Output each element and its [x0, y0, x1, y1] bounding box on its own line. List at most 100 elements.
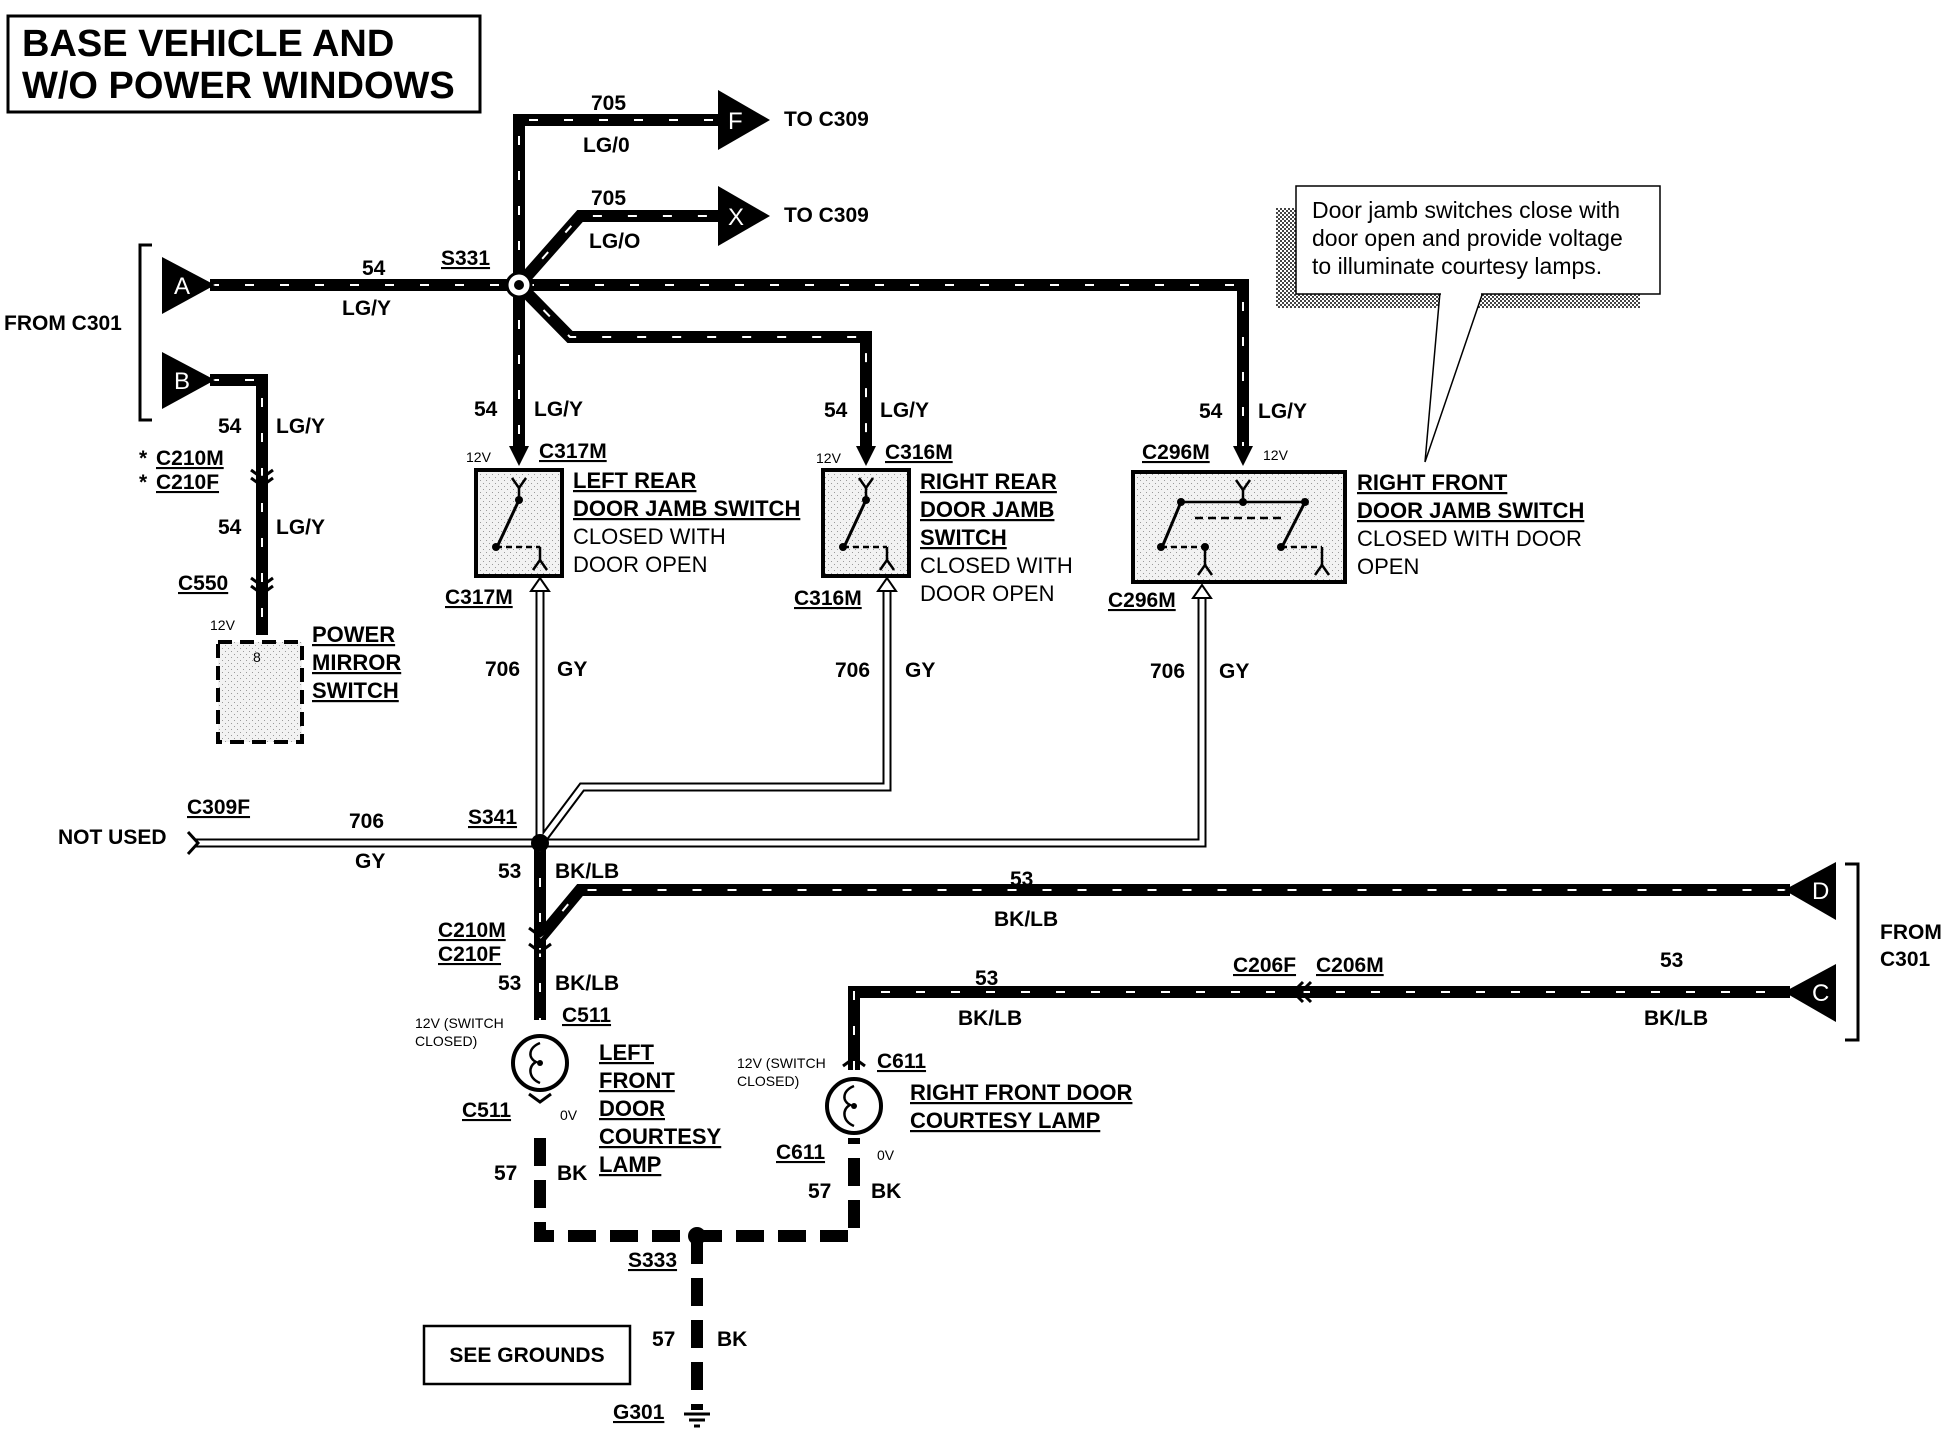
rf-switch-desc-1: CLOSED WITH DOOR — [1357, 526, 1582, 551]
c210f-lamp: C210F — [438, 943, 501, 966]
c317m-top: C317M — [539, 440, 607, 463]
left-rear-door-jamb-switch — [474, 468, 564, 578]
c206m: C206M — [1316, 954, 1384, 977]
rf-switch-desc-2: OPEN — [1357, 554, 1419, 579]
note-callout: Door jamb switches close with door open … — [1276, 185, 1661, 463]
rf-lamp-name-2: COURTESY LAMP — [910, 1108, 1100, 1133]
rr-switch-name-3: SWITCH — [920, 525, 1007, 550]
c611-bottom: C611 — [776, 1141, 825, 1164]
connector-labels: FROM C301 FROM C301 TO C309 TO C309 * C2… — [4, 108, 1942, 1424]
c611-top: C611 — [877, 1050, 926, 1073]
wire-lgy-rf: LG/Y — [1258, 400, 1307, 423]
asterisk-2: * — [139, 471, 148, 494]
wire-lgy-b: LG/Y — [276, 415, 325, 438]
wire-706-not-used: 706 — [349, 810, 384, 833]
c296m-bottom: C296M — [1108, 589, 1176, 612]
wire-57-lf: 57 — [494, 1162, 517, 1185]
c316m-top: C316M — [885, 441, 953, 464]
from-c301-left: FROM C301 — [4, 312, 122, 335]
wire-53-c-left: 53 — [975, 967, 998, 990]
to-c309-f: TO C309 — [784, 108, 869, 131]
rr-switch-name-2: DOOR JAMB — [920, 497, 1054, 522]
splice-s341 — [531, 834, 549, 852]
voltage-lf-lamp-1: 12V (SWITCH — [415, 1015, 504, 1031]
wire-706-lr: 706 — [485, 658, 520, 681]
connector-b: B — [162, 352, 215, 409]
rr-switch-desc-2: DOOR OPEN — [920, 581, 1054, 606]
wire-706-rr: 706 — [835, 659, 870, 682]
wire-gy-not-used: GY — [355, 850, 385, 873]
wire-arrows — [509, 446, 1253, 599]
to-c309-x: TO C309 — [784, 204, 869, 227]
wire-57-g301: 57 — [652, 1328, 675, 1351]
gray-wires — [195, 585, 1207, 848]
rf-lamp-name-1: RIGHT FRONT DOOR — [910, 1080, 1133, 1105]
see-grounds-box: SEE GROUNDS — [422, 1324, 632, 1386]
asterisk-1: * — [139, 447, 148, 470]
lf-lamp-name-1: LEFT — [599, 1040, 655, 1065]
wire-lgy-lr: LG/Y — [534, 398, 583, 421]
voltage-labels: 12V 12V 12V 12V 12V (SWITCH CLOSED) 12V … — [210, 447, 1289, 1163]
splice-s341-label: S341 — [468, 806, 517, 829]
wire-labels: 705 LG/0 705 LG/O 54 LG/Y 54 LG/Y 54 LG/… — [218, 92, 1708, 1351]
wire-705-f: 705 — [591, 92, 626, 115]
left-front-courtesy-lamp — [511, 1034, 569, 1092]
lf-lamp-name-3: DOOR — [599, 1096, 665, 1121]
right-rear-door-jamb-switch — [821, 468, 911, 578]
component-labels: LEFT REAR DOOR JAMB SWITCH CLOSED WITH D… — [58, 468, 1584, 1177]
mirror-switch-pin: 8 — [253, 649, 261, 665]
title-box: BASE VEHICLE AND W/O POWER WINDOWS — [6, 14, 482, 114]
title-line-1: BASE VEHICLE AND — [22, 23, 394, 65]
wire-lgy-mirror: LG/Y — [276, 516, 325, 539]
note-line-3: to illuminate courtesy lamps. — [1312, 253, 1602, 279]
c210m-lamp: C210M — [438, 919, 506, 942]
wire-bk-g301: BK — [717, 1328, 747, 1351]
lr-switch-desc-2: DOOR OPEN — [573, 552, 707, 577]
connector-d-letter: D — [1812, 878, 1829, 905]
wire-54-b: 54 — [218, 415, 242, 438]
see-grounds-label: SEE GROUNDS — [449, 1344, 604, 1367]
title-line-2: W/O POWER WINDOWS — [22, 65, 455, 107]
wire-706-rf: 706 — [1150, 660, 1185, 683]
wire-gy-lr: GY — [557, 658, 587, 681]
c210m-mirror: C210M — [156, 447, 224, 470]
rr-switch-desc-1: CLOSED WITH — [920, 553, 1073, 578]
wire-57-rf: 57 — [808, 1180, 831, 1203]
wire-54-rr: 54 — [824, 399, 848, 422]
wire-gy-rr: GY — [905, 659, 935, 682]
lr-switch-name-1: LEFT REAR — [573, 468, 697, 493]
wire-bk-rf: BK — [871, 1180, 901, 1203]
c511-bottom: C511 — [462, 1099, 511, 1122]
connector-x-letter: X — [728, 204, 744, 231]
wire-53-d: 53 — [1010, 868, 1033, 891]
rf-switch-name-2: DOOR JAMB SWITCH — [1357, 498, 1584, 523]
c550: C550 — [178, 572, 228, 595]
from-c301-right-2: C301 — [1880, 948, 1931, 971]
voltage-rf-0v: 0V — [877, 1147, 895, 1163]
not-used-label: NOT USED — [58, 826, 167, 849]
lf-lamp-name-4: COURTESY — [599, 1124, 722, 1149]
right-front-courtesy-lamp — [825, 1077, 883, 1135]
c309f: C309F — [187, 796, 250, 819]
right-front-door-jamb-switch — [1131, 470, 1347, 584]
wire-bk-lf: BK — [557, 1162, 587, 1185]
connector-a-letter: A — [174, 273, 190, 300]
voltage-rr: 12V — [816, 450, 842, 466]
wire-bklb-s341: BK/LB — [555, 860, 619, 883]
connector-d: D — [1784, 862, 1860, 1042]
lf-lamp-name-2: FRONT — [599, 1068, 675, 1093]
note-line-1: Door jamb switches close with — [1312, 197, 1620, 223]
connector-f: F — [718, 90, 770, 150]
wire-53-s341: 53 — [498, 860, 521, 883]
lf-lamp-name-5: LAMP — [599, 1152, 661, 1177]
connector-x: X — [718, 186, 770, 246]
mirror-switch-name-3: SWITCH — [312, 678, 399, 703]
c511-top: C511 — [562, 1004, 611, 1027]
c296m-top: C296M — [1142, 441, 1210, 464]
c206f: C206F — [1233, 954, 1296, 977]
wire-54-mirror: 54 — [218, 516, 242, 539]
power-mirror-switch: 8 — [216, 640, 304, 744]
splice-s333-label: S333 — [628, 1249, 677, 1272]
wire-bklb-c-left: BK/LB — [958, 1007, 1022, 1030]
wire-53-lf-lamp: 53 — [498, 972, 521, 995]
